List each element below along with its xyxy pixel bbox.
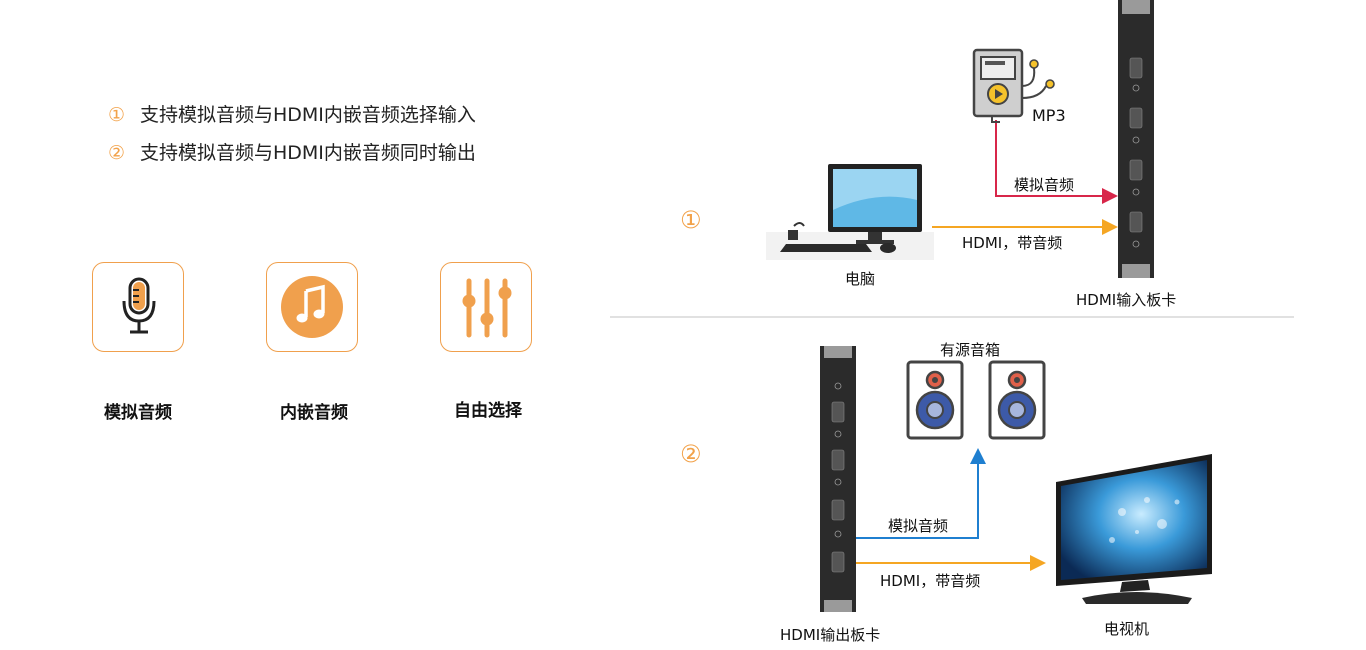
hdmi-audio-label-1: HDMI，带音频 — [962, 234, 1063, 252]
feature-text-2: 支持模拟音频与HDMI内嵌音频同时输出 — [140, 142, 476, 164]
tv-image — [1052, 452, 1216, 610]
output-card-label: HDMI输出板卡 — [780, 626, 881, 644]
speaker-left-icon — [906, 360, 964, 444]
speakers-label: 有源音箱 — [940, 341, 1001, 359]
step-number-1: ① — [680, 206, 702, 234]
hdmi-audio-label-2: HDMI，带音频 — [880, 572, 981, 590]
analog-audio-label-1: 模拟音频 — [1014, 176, 1075, 194]
mp3-label: MP3 — [1032, 106, 1066, 125]
tv-label: 电视机 — [1104, 620, 1150, 638]
feature-line-1: ① 支持模拟音频与HDMI内嵌音频选择输入 — [108, 100, 476, 127]
hdmi-input-card-image — [1118, 0, 1154, 278]
embedded-audio-icon-box — [266, 262, 358, 352]
equalizer-sliders-icon — [462, 278, 512, 338]
analog-audio-label-2: 模拟音频 — [888, 517, 949, 535]
analog-audio-icon-box — [92, 262, 184, 352]
step-number-2: ② — [680, 440, 702, 468]
speaker-right-icon — [988, 360, 1046, 444]
feature-line-2: ② 支持模拟音频与HDMI内嵌音频同时输出 — [108, 138, 476, 165]
analog-audio-arrow-1 — [995, 120, 1118, 204]
icon-caption-free-select: 自由选择 — [454, 401, 522, 421]
icon-caption-embedded-audio: 内嵌音频 — [280, 403, 348, 423]
computer-label: 电脑 — [845, 270, 876, 288]
computer-image — [766, 160, 934, 264]
feature-number-2: ② — [108, 142, 126, 164]
analog-audio-arrow-2 — [854, 448, 986, 539]
microphone-icon — [122, 277, 156, 334]
feature-text-1: 支持模拟音频与HDMI内嵌音频选择输入 — [140, 104, 476, 126]
input-card-label: HDMI输入板卡 — [1076, 291, 1177, 309]
music-note-icon — [281, 276, 343, 338]
mp3-player-image — [970, 46, 1060, 130]
hdmi-output-card-image — [820, 346, 856, 612]
free-select-icon-box — [440, 262, 532, 352]
icon-caption-analog-audio: 模拟音频 — [104, 403, 172, 423]
feature-number-1: ① — [108, 104, 126, 126]
